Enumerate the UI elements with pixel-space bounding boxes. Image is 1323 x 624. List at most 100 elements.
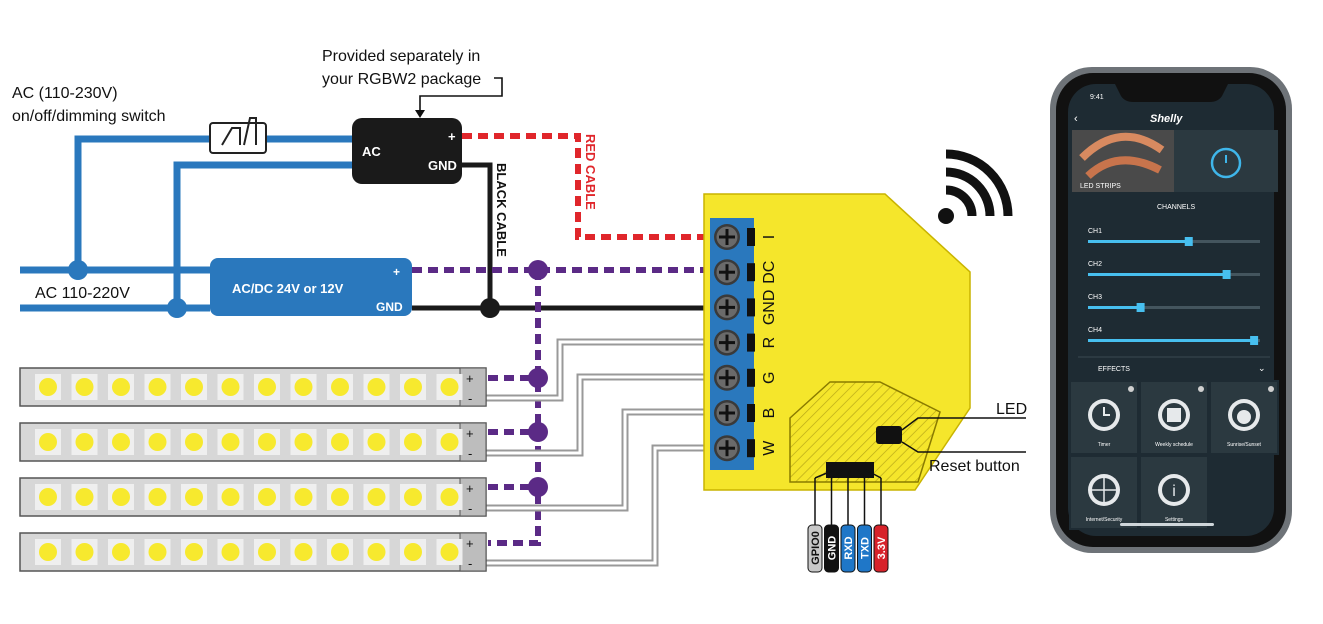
led-dot	[148, 378, 167, 396]
led-dot	[75, 488, 94, 506]
led-dot	[331, 488, 349, 506]
channel-label: CH4	[1088, 327, 1102, 334]
pin-label: RXD	[843, 536, 855, 559]
junction-dot	[528, 260, 548, 280]
tile-internet-security[interactable]: Internet/Security	[1069, 455, 1139, 530]
pin-label: TXD	[860, 537, 872, 559]
red-cable	[462, 133, 712, 240]
led-dot	[221, 433, 240, 451]
led-dot	[258, 433, 276, 451]
provided-label-2: your RGBW2 package	[322, 71, 481, 88]
tile-weekly-schedule[interactable]: Weekly schedule	[1139, 380, 1209, 455]
led-dot	[367, 433, 386, 451]
wifi-icon	[938, 149, 1013, 224]
pin-rxd: RXD	[840, 469, 856, 573]
terminal-r: R	[714, 329, 778, 356]
junction-dot	[68, 260, 88, 280]
channel-handle[interactable]	[1250, 336, 1259, 345]
junction-dot	[528, 422, 548, 442]
channel-fill	[1088, 306, 1140, 309]
channel-ch3[interactable]: CH3	[1088, 294, 1260, 312]
terminal-label: W	[761, 440, 778, 456]
channel-label: CH2	[1088, 261, 1102, 268]
reset-button	[876, 426, 902, 444]
led-dot	[367, 543, 386, 561]
ac-mains-label: AC 110-220V	[35, 285, 130, 302]
tile-label: Settings	[1165, 517, 1184, 523]
channel-ch2[interactable]: CH2	[1088, 261, 1260, 279]
tile-sunrise-sunset[interactable]: Sunrise/Sunset	[1209, 380, 1279, 455]
led-dot	[112, 433, 130, 451]
led-dot	[294, 378, 313, 396]
junction-dot	[167, 298, 187, 318]
channel-handle[interactable]	[1184, 237, 1193, 246]
channel-fill	[1088, 240, 1188, 243]
psu-plus: +	[393, 265, 400, 279]
pin-gnd: GND	[824, 469, 843, 573]
psu-gnd: GND	[376, 300, 403, 314]
ac-switch-label-2: on/off/dimming switch	[12, 108, 166, 125]
arrow-head	[415, 110, 425, 118]
led-dot	[221, 378, 240, 396]
pin-label: 3.3V	[876, 536, 888, 559]
terminal-label: I	[761, 235, 778, 239]
tile-timer[interactable]: Timer	[1069, 380, 1139, 455]
terminal-dc: DC	[714, 259, 778, 286]
led-strip: +-	[19, 477, 487, 517]
channel-handle[interactable]	[1222, 270, 1231, 279]
channel-label: CH1	[1088, 228, 1102, 235]
channel-ch1[interactable]: CH1	[1088, 228, 1260, 246]
led-dot	[75, 543, 94, 561]
chevron-down-icon[interactable]: ⌄	[1258, 363, 1266, 373]
power-button-icon[interactable]	[1210, 147, 1242, 179]
terminal-g: G	[714, 364, 778, 391]
strip-plus: +	[466, 426, 474, 441]
switch-icon	[209, 117, 267, 154]
tile-label: Internet/Security	[1086, 517, 1123, 523]
terminal-label: R	[761, 337, 778, 349]
led-dot	[440, 378, 459, 396]
gnd-wire	[460, 162, 493, 308]
led-dot	[367, 378, 386, 396]
dc-vertical	[488, 270, 541, 546]
led-label: LED	[996, 401, 1027, 418]
led-dot	[258, 378, 276, 396]
globe-icon	[1088, 474, 1120, 506]
device-name: LED STRIPS	[1080, 183, 1121, 190]
psu-label: AC/DC 24V or 12V	[232, 281, 344, 296]
terminal-b: B	[714, 400, 778, 426]
led-pointer	[901, 417, 1026, 431]
back-icon[interactable]: ‹	[1074, 113, 1078, 125]
led-dot	[148, 543, 167, 561]
led-dot	[75, 433, 94, 451]
led-dot	[185, 488, 203, 506]
led-dot	[294, 433, 313, 451]
terminal-label: B	[761, 408, 778, 419]
brand-logo: Shelly	[1150, 113, 1183, 125]
terminal-label: GND	[761, 290, 778, 326]
home-indicator	[1120, 523, 1214, 526]
led-dot	[185, 543, 203, 561]
effects-label: EFFECTS	[1098, 366, 1130, 373]
led-dot	[148, 433, 167, 451]
junction-dot	[528, 368, 548, 388]
channel-ch4[interactable]: CH4	[1088, 327, 1260, 345]
phone-time: 9:41	[1090, 94, 1104, 101]
led-dot	[331, 543, 349, 561]
strip-plus: +	[466, 371, 474, 386]
led-dot	[258, 488, 276, 506]
led-dot	[404, 488, 422, 506]
red-cable-label: RED CABLE	[583, 134, 598, 210]
terminal-label: G	[761, 372, 778, 384]
led-dot	[404, 378, 422, 396]
info-icon: i	[1158, 474, 1190, 506]
channel-handle[interactable]	[1136, 303, 1145, 312]
adapter-ac: AC	[362, 144, 381, 159]
ac-wire-bottom	[173, 161, 352, 308]
provided-label-1: Provided separately in	[322, 48, 480, 65]
pin-gpio0: GPIO0	[807, 469, 835, 573]
led-dot	[221, 543, 240, 561]
reset-label: Reset button	[929, 458, 1020, 475]
